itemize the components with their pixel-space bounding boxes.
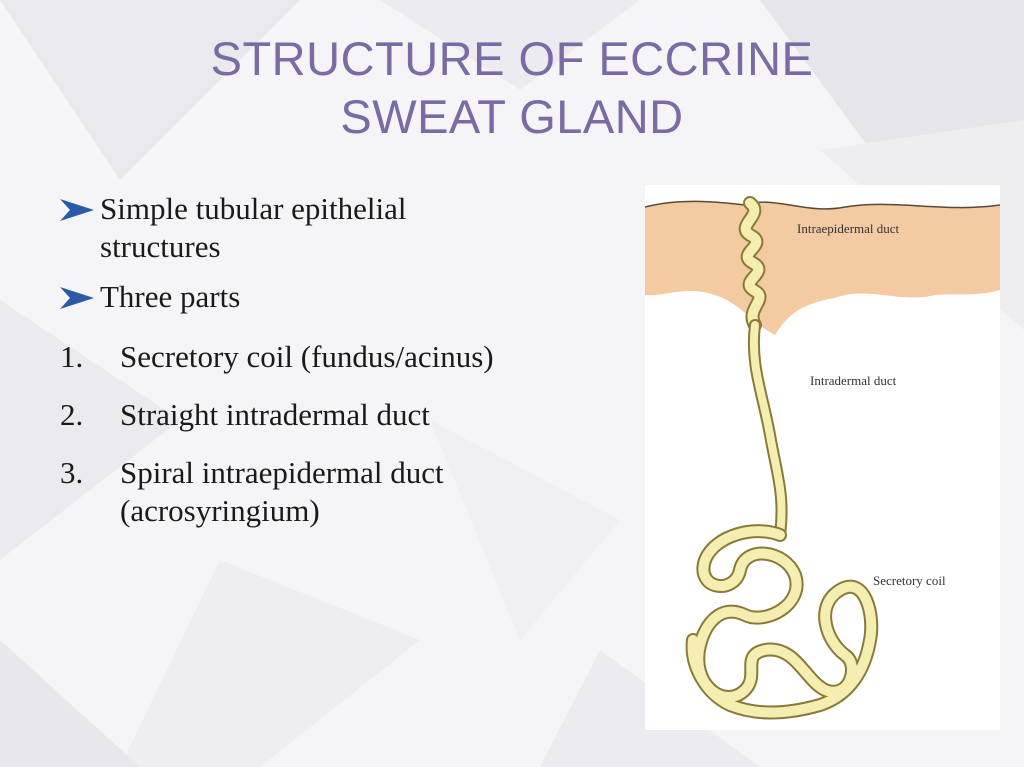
label-intradermal-duct: Intradermal duct: [810, 373, 897, 388]
item-text: Straight intradermal duct: [120, 397, 430, 432]
numbered-item: 1. Secretory coil (fundus/acinus): [60, 338, 640, 376]
item-number: 2.: [60, 397, 84, 432]
label-intraepidermal-duct: Intraepidermal duct: [797, 221, 900, 236]
bullet-text: Three parts: [100, 279, 241, 314]
epidermis-layer: [645, 201, 1000, 335]
item-text-cont: (acrosyringium): [120, 493, 320, 528]
title-line-1: STRUCTURE OF ECCRINE: [210, 32, 814, 85]
title-line-2: SWEAT GLAND: [340, 90, 684, 143]
numbered-item: 3. Spiral intraepidermal duct (acrosyrin…: [60, 454, 640, 530]
gland-illustration: [644, 185, 1001, 730]
item-text: Secretory coil (fundus/acinus): [120, 339, 494, 374]
item-text: Spiral intraepidermal duct: [120, 455, 444, 490]
item-number: 3.: [60, 455, 84, 490]
bullet-text: Simple tubular epithelial: [100, 191, 407, 226]
numbered-item: 2. Straight intradermal duct: [60, 396, 640, 434]
arrow-bullet-icon: [60, 199, 94, 221]
bullet-item: Three parts: [60, 278, 640, 316]
slide-content: Simple tubular epithelial structures Thr…: [60, 190, 640, 550]
sweat-gland-diagram: Intraepidermal duct Intradermal duct Sec…: [644, 185, 1001, 730]
bullet-text-cont: structures: [100, 229, 221, 264]
epidermis-top-line: [644, 200, 1001, 210]
slide-title: STRUCTURE OF ECCRINE SWEAT GLAND: [0, 30, 1024, 146]
label-secretory-coil: Secretory coil: [873, 573, 946, 588]
bullet-item: Simple tubular epithelial structures: [60, 190, 640, 266]
item-number: 1.: [60, 339, 84, 374]
arrow-bullet-icon: [60, 287, 94, 309]
